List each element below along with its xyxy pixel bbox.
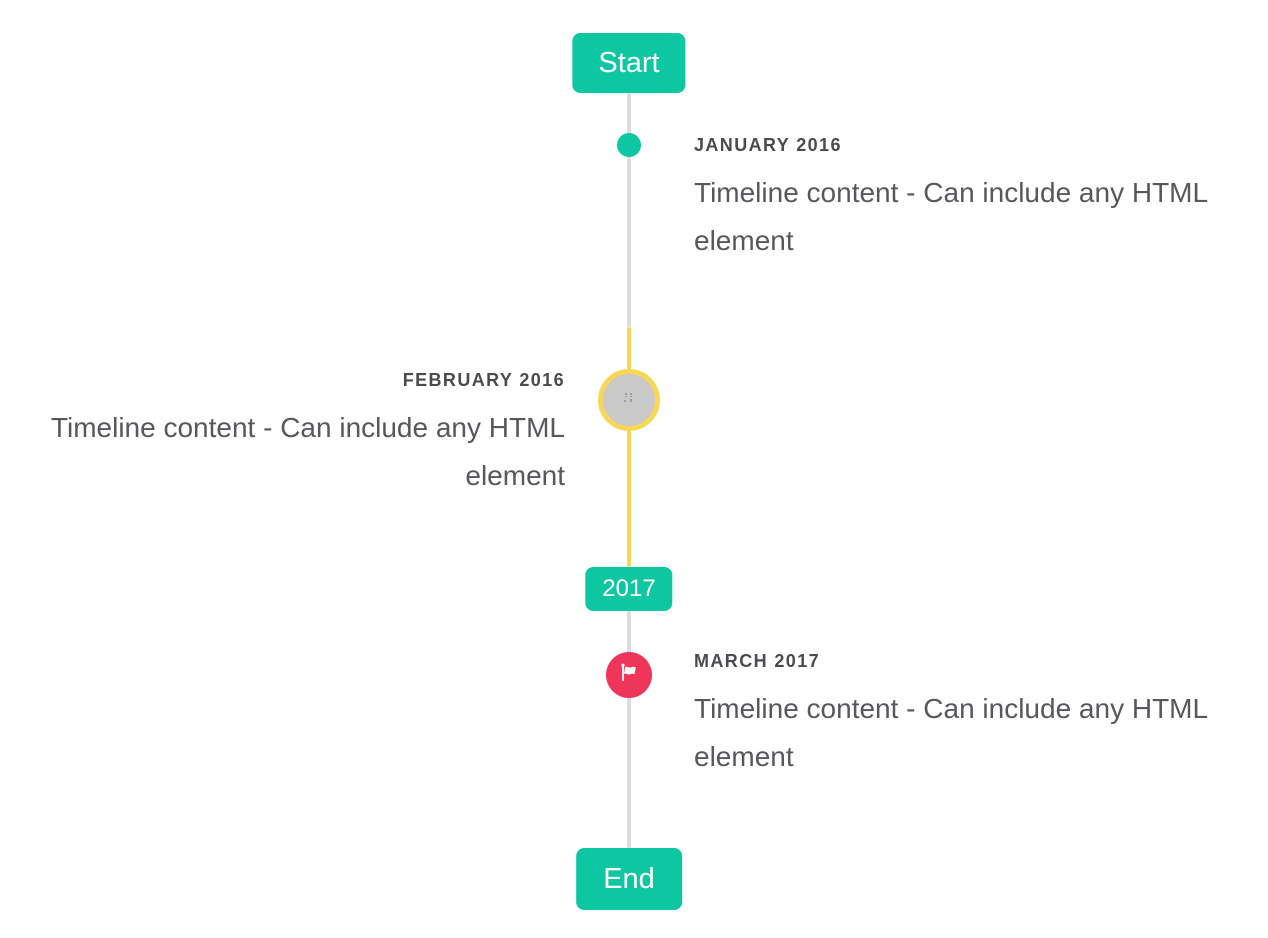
timeline-marker-avatar xyxy=(598,369,660,431)
timeline-start-label: Start xyxy=(598,46,660,79)
timeline-item-january-2016: JANUARY 2016 Timeline content - Can incl… xyxy=(694,133,1219,265)
timeline-line-segment-top xyxy=(627,93,631,327)
broken-image-icon xyxy=(621,390,637,411)
flag-icon xyxy=(617,661,641,690)
item-title: JANUARY 2016 xyxy=(694,135,842,155)
item-title: FEBRUARY 2016 xyxy=(402,370,565,390)
timeline-year-label: 2017 xyxy=(602,575,656,602)
timeline-marker-flag xyxy=(606,652,652,698)
timeline-item-march-2017: MARCH 2017 Timeline content - Can includ… xyxy=(694,649,1219,781)
timeline-end-label: End xyxy=(603,862,655,895)
timeline-item-february-2016: FEBRUARY 2016 Timeline content - Can inc… xyxy=(40,368,565,500)
timeline-start-badge: Start xyxy=(572,33,686,93)
timeline-line-segment-bottom xyxy=(627,611,631,848)
item-title: MARCH 2017 xyxy=(694,651,821,671)
timeline-year-badge: 2017 xyxy=(585,567,673,611)
item-content: Timeline content - Can include any HTML … xyxy=(694,693,1208,772)
item-content: Timeline content - Can include any HTML … xyxy=(50,412,565,491)
timeline-line-segment-highlight xyxy=(627,327,631,567)
timeline-end-badge: End xyxy=(576,848,682,910)
item-content: Timeline content - Can include any HTML … xyxy=(694,177,1208,256)
timeline-marker-dot xyxy=(617,133,641,157)
